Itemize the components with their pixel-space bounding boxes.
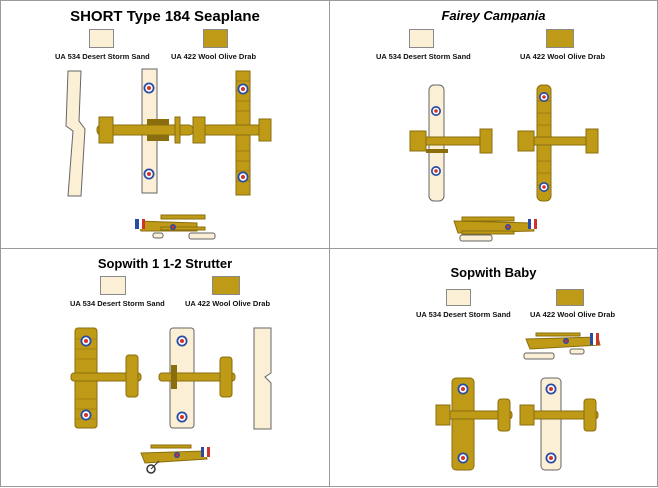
aircraft-views <box>65 68 272 240</box>
side-view <box>453 216 537 242</box>
panel-short-type-184: SHORT Type 184 Seaplane UA 534 Desert St… <box>0 0 330 249</box>
sand-swatch <box>100 276 126 295</box>
olive-swatch <box>212 276 240 295</box>
sand-swatch-label: UA 534 Desert Storm Sand <box>376 52 471 61</box>
wing-profile-view <box>65 70 86 197</box>
sand-swatch-label: UA 534 Desert Storm Sand <box>416 310 511 319</box>
top-plan-view <box>435 377 513 471</box>
underside-plan-view <box>409 84 493 202</box>
top-plan-view <box>70 327 142 429</box>
sand-swatch <box>446 289 471 306</box>
panel-title: SHORT Type 184 Seaplane <box>70 8 260 25</box>
olive-swatch <box>546 29 574 48</box>
aircraft-views <box>435 332 601 471</box>
underside-plan-view <box>158 327 236 429</box>
top-plan-view <box>192 70 272 196</box>
olive-swatch-label: UA 422 Wool Olive Drab <box>520 52 606 61</box>
panel-fairey-campania: Fairey Campania UA 534 Desert Storm Sand… <box>329 0 658 249</box>
aircraft-views <box>409 84 599 242</box>
top-plan-view <box>517 84 599 202</box>
olive-swatch <box>203 29 228 48</box>
panel-sopwith-strutter: Sopwith 1 1-2 Strutter UA 534 Desert Sto… <box>0 248 330 487</box>
wing-profile-view <box>253 327 272 430</box>
underside-plan-view <box>519 377 599 471</box>
olive-swatch-label: UA 422 Wool Olive Drab <box>171 52 257 61</box>
underside-plan-view <box>96 68 194 194</box>
aircraft-views <box>70 327 272 474</box>
sand-swatch-label: UA 534 Desert Storm Sand <box>55 52 150 61</box>
panel-title: Sopwith Baby <box>450 265 537 280</box>
panel-title: Sopwith 1 1-2 Strutter <box>97 256 233 271</box>
olive-swatch-label: UA 422 Wool Olive Drab <box>185 299 271 308</box>
panel-sopwith-baby: Sopwith Baby UA 534 Desert Storm Sand UA… <box>329 248 658 487</box>
side-view <box>135 214 216 240</box>
olive-swatch <box>556 289 584 306</box>
olive-swatch-label: UA 422 Wool Olive Drab <box>530 310 616 319</box>
side-view <box>523 332 601 360</box>
sand-swatch <box>409 29 434 48</box>
sand-swatch <box>89 29 114 48</box>
sand-swatch-label: UA 534 Desert Storm Sand <box>70 299 165 308</box>
panel-title: Fairey Campania <box>441 8 546 23</box>
side-view <box>140 444 210 474</box>
